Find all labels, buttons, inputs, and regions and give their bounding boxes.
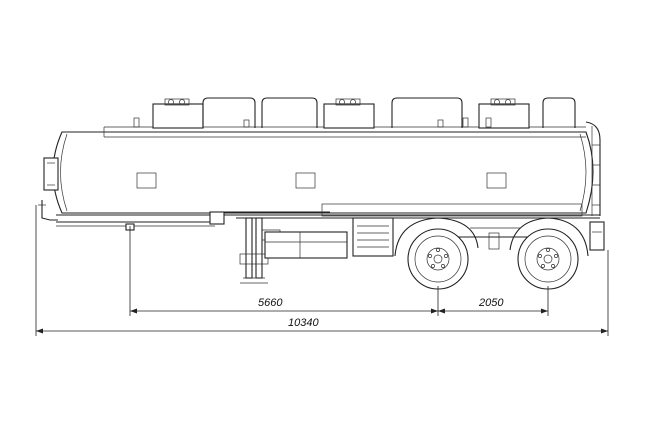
side-hatch-1 xyxy=(136,172,157,189)
pump-module xyxy=(264,217,394,259)
front-end xyxy=(38,157,59,221)
dim-label-5660: 5660 xyxy=(258,297,283,309)
rear-light-box xyxy=(589,221,605,251)
dimension-lines: 5660 2050 10340 xyxy=(35,205,609,336)
front-wheel xyxy=(407,228,469,290)
manhole-dome-1 xyxy=(152,103,204,129)
rear-wheel xyxy=(517,228,579,290)
dim-label-2050: 2050 xyxy=(478,297,504,309)
side-hatch-3 xyxy=(486,172,507,189)
dim-label-10340: 10340 xyxy=(288,317,319,329)
rear-ladder xyxy=(585,121,601,216)
manhole-dome-2 xyxy=(323,103,375,129)
railing-1 xyxy=(202,97,256,128)
chassis-frame xyxy=(56,203,600,231)
front-cabinet xyxy=(43,157,59,191)
tool-box xyxy=(352,217,394,257)
tank-body xyxy=(52,126,594,214)
side-hatch-2 xyxy=(295,172,316,189)
top-fittings xyxy=(133,97,576,129)
manhole-dome-3 xyxy=(478,103,530,129)
railing-3 xyxy=(391,97,463,128)
railing-2 xyxy=(261,97,318,128)
railing-4 xyxy=(542,97,576,128)
